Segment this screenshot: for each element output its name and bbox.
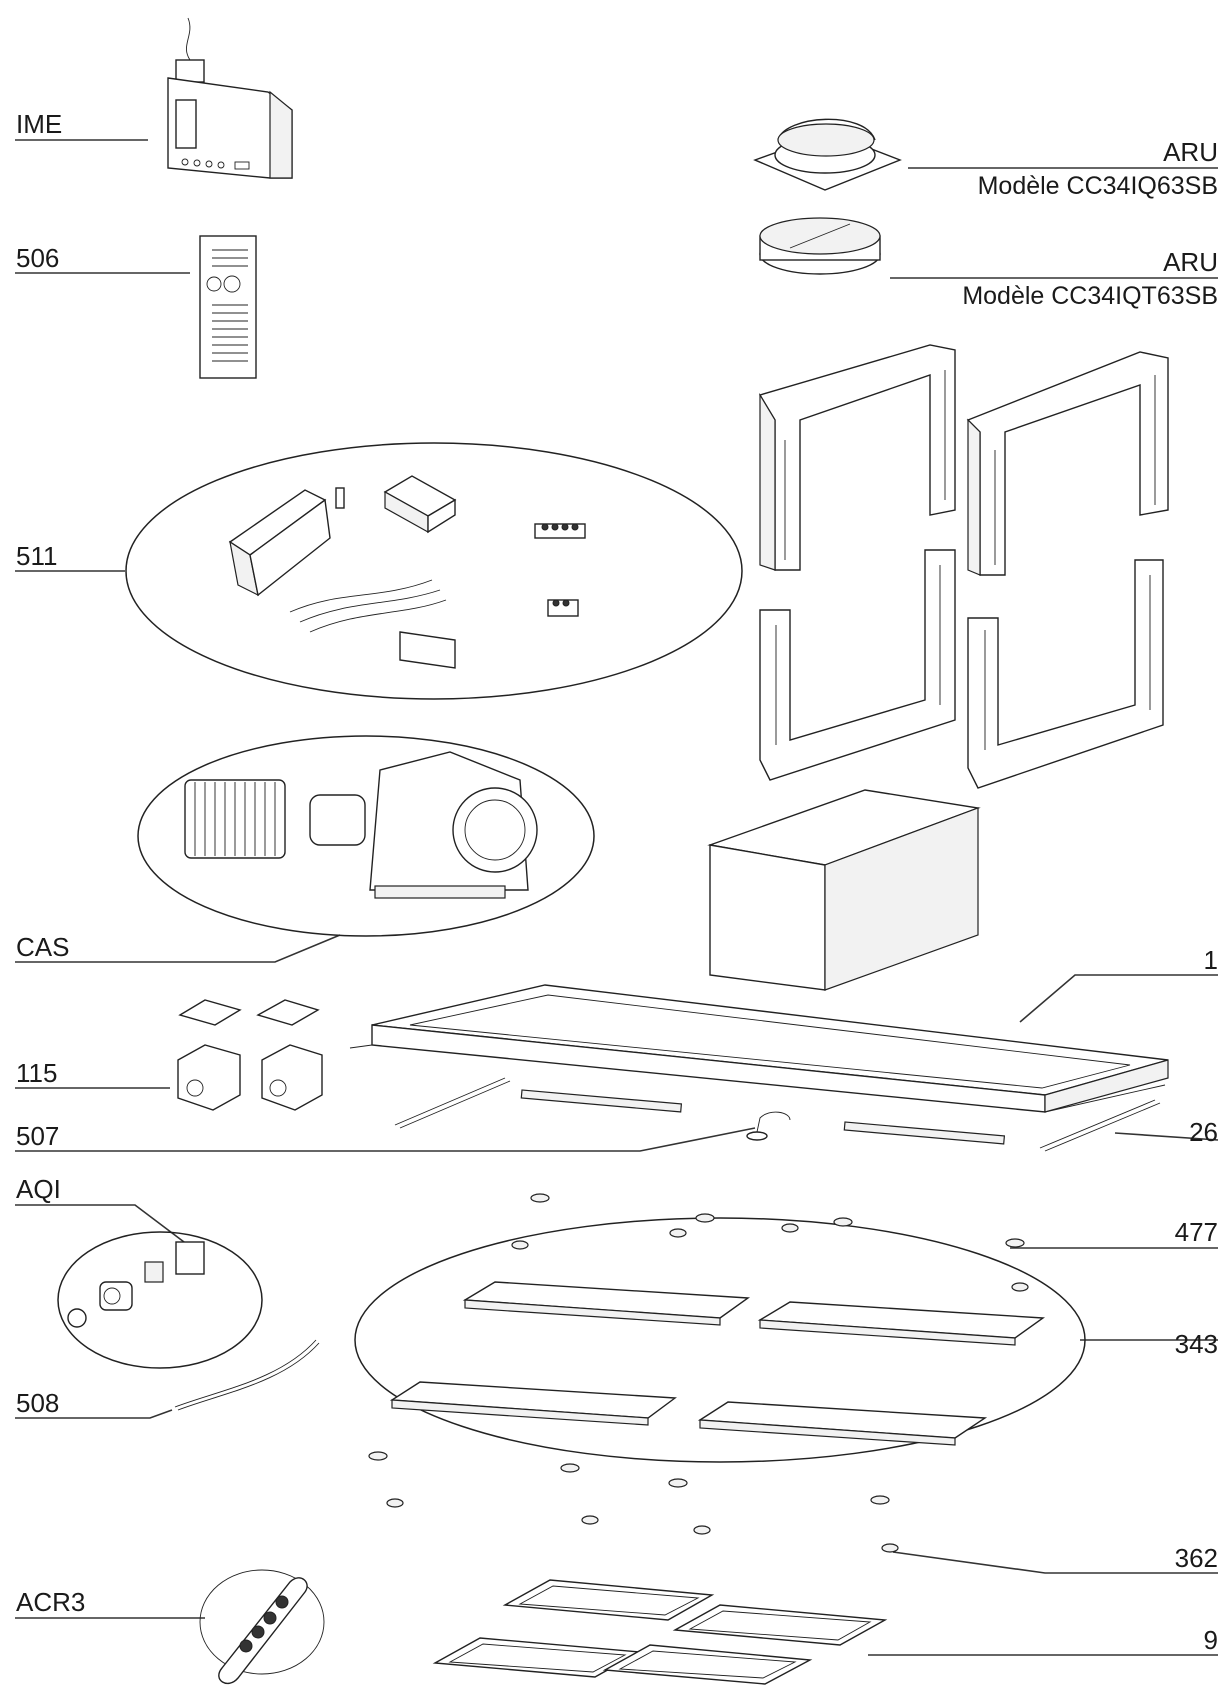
label-343: 343 (1174, 1329, 1218, 1359)
label-506: 506 (16, 243, 60, 273)
label-26: 26 (1189, 1117, 1218, 1147)
label-ime: IME (16, 109, 63, 139)
label-aru-1-model: Modèle CC34IQ63SB (977, 172, 1218, 200)
label-aru-2-model: Modèle CC34IQT63SB (962, 282, 1218, 310)
fasteners-drawing (368, 1193, 1029, 1553)
label-acr3: ACR3 (16, 1587, 86, 1617)
label-362: 362 (1174, 1543, 1218, 1573)
label-aru-1: ARU (1163, 137, 1218, 167)
label-477: 477 (1174, 1217, 1218, 1247)
label-aqi: AQI (16, 1174, 61, 1204)
grease-filters-drawing (432, 1579, 888, 1685)
label-9: 9 (1203, 1625, 1218, 1655)
blower-motor-drawing (137, 735, 595, 937)
junction-boxes-drawing (177, 999, 323, 1111)
control-module-drawing (167, 17, 293, 179)
label-115: 115 (16, 1058, 58, 1088)
remote-control-drawing (199, 1569, 325, 1684)
connector-kit-drawing (125, 442, 743, 700)
label-508: 508 (16, 1388, 60, 1418)
mounting-frames-drawing (758, 344, 1169, 789)
pcb-board-drawing (199, 235, 257, 379)
label-507: 507 (16, 1121, 60, 1151)
label-511: 511 (16, 541, 58, 571)
light-cable-drawing (746, 1111, 791, 1141)
aru-damper-drawing (759, 217, 881, 275)
aqi-kit-drawing (57, 1231, 263, 1369)
rails-drawing (394, 1077, 1161, 1152)
label-aru-2: ARU (1163, 247, 1218, 277)
leader-lines (15, 139, 1219, 1656)
aru-motor-drawing (753, 118, 902, 191)
filter-clips-drawing (354, 1217, 1086, 1463)
cable-508-drawing (174, 1339, 320, 1411)
label-cas: CAS (16, 932, 70, 962)
label-1: 1 (1203, 945, 1218, 975)
hood-frame-drawing (349, 984, 1169, 1113)
box-drawing (707, 789, 981, 991)
